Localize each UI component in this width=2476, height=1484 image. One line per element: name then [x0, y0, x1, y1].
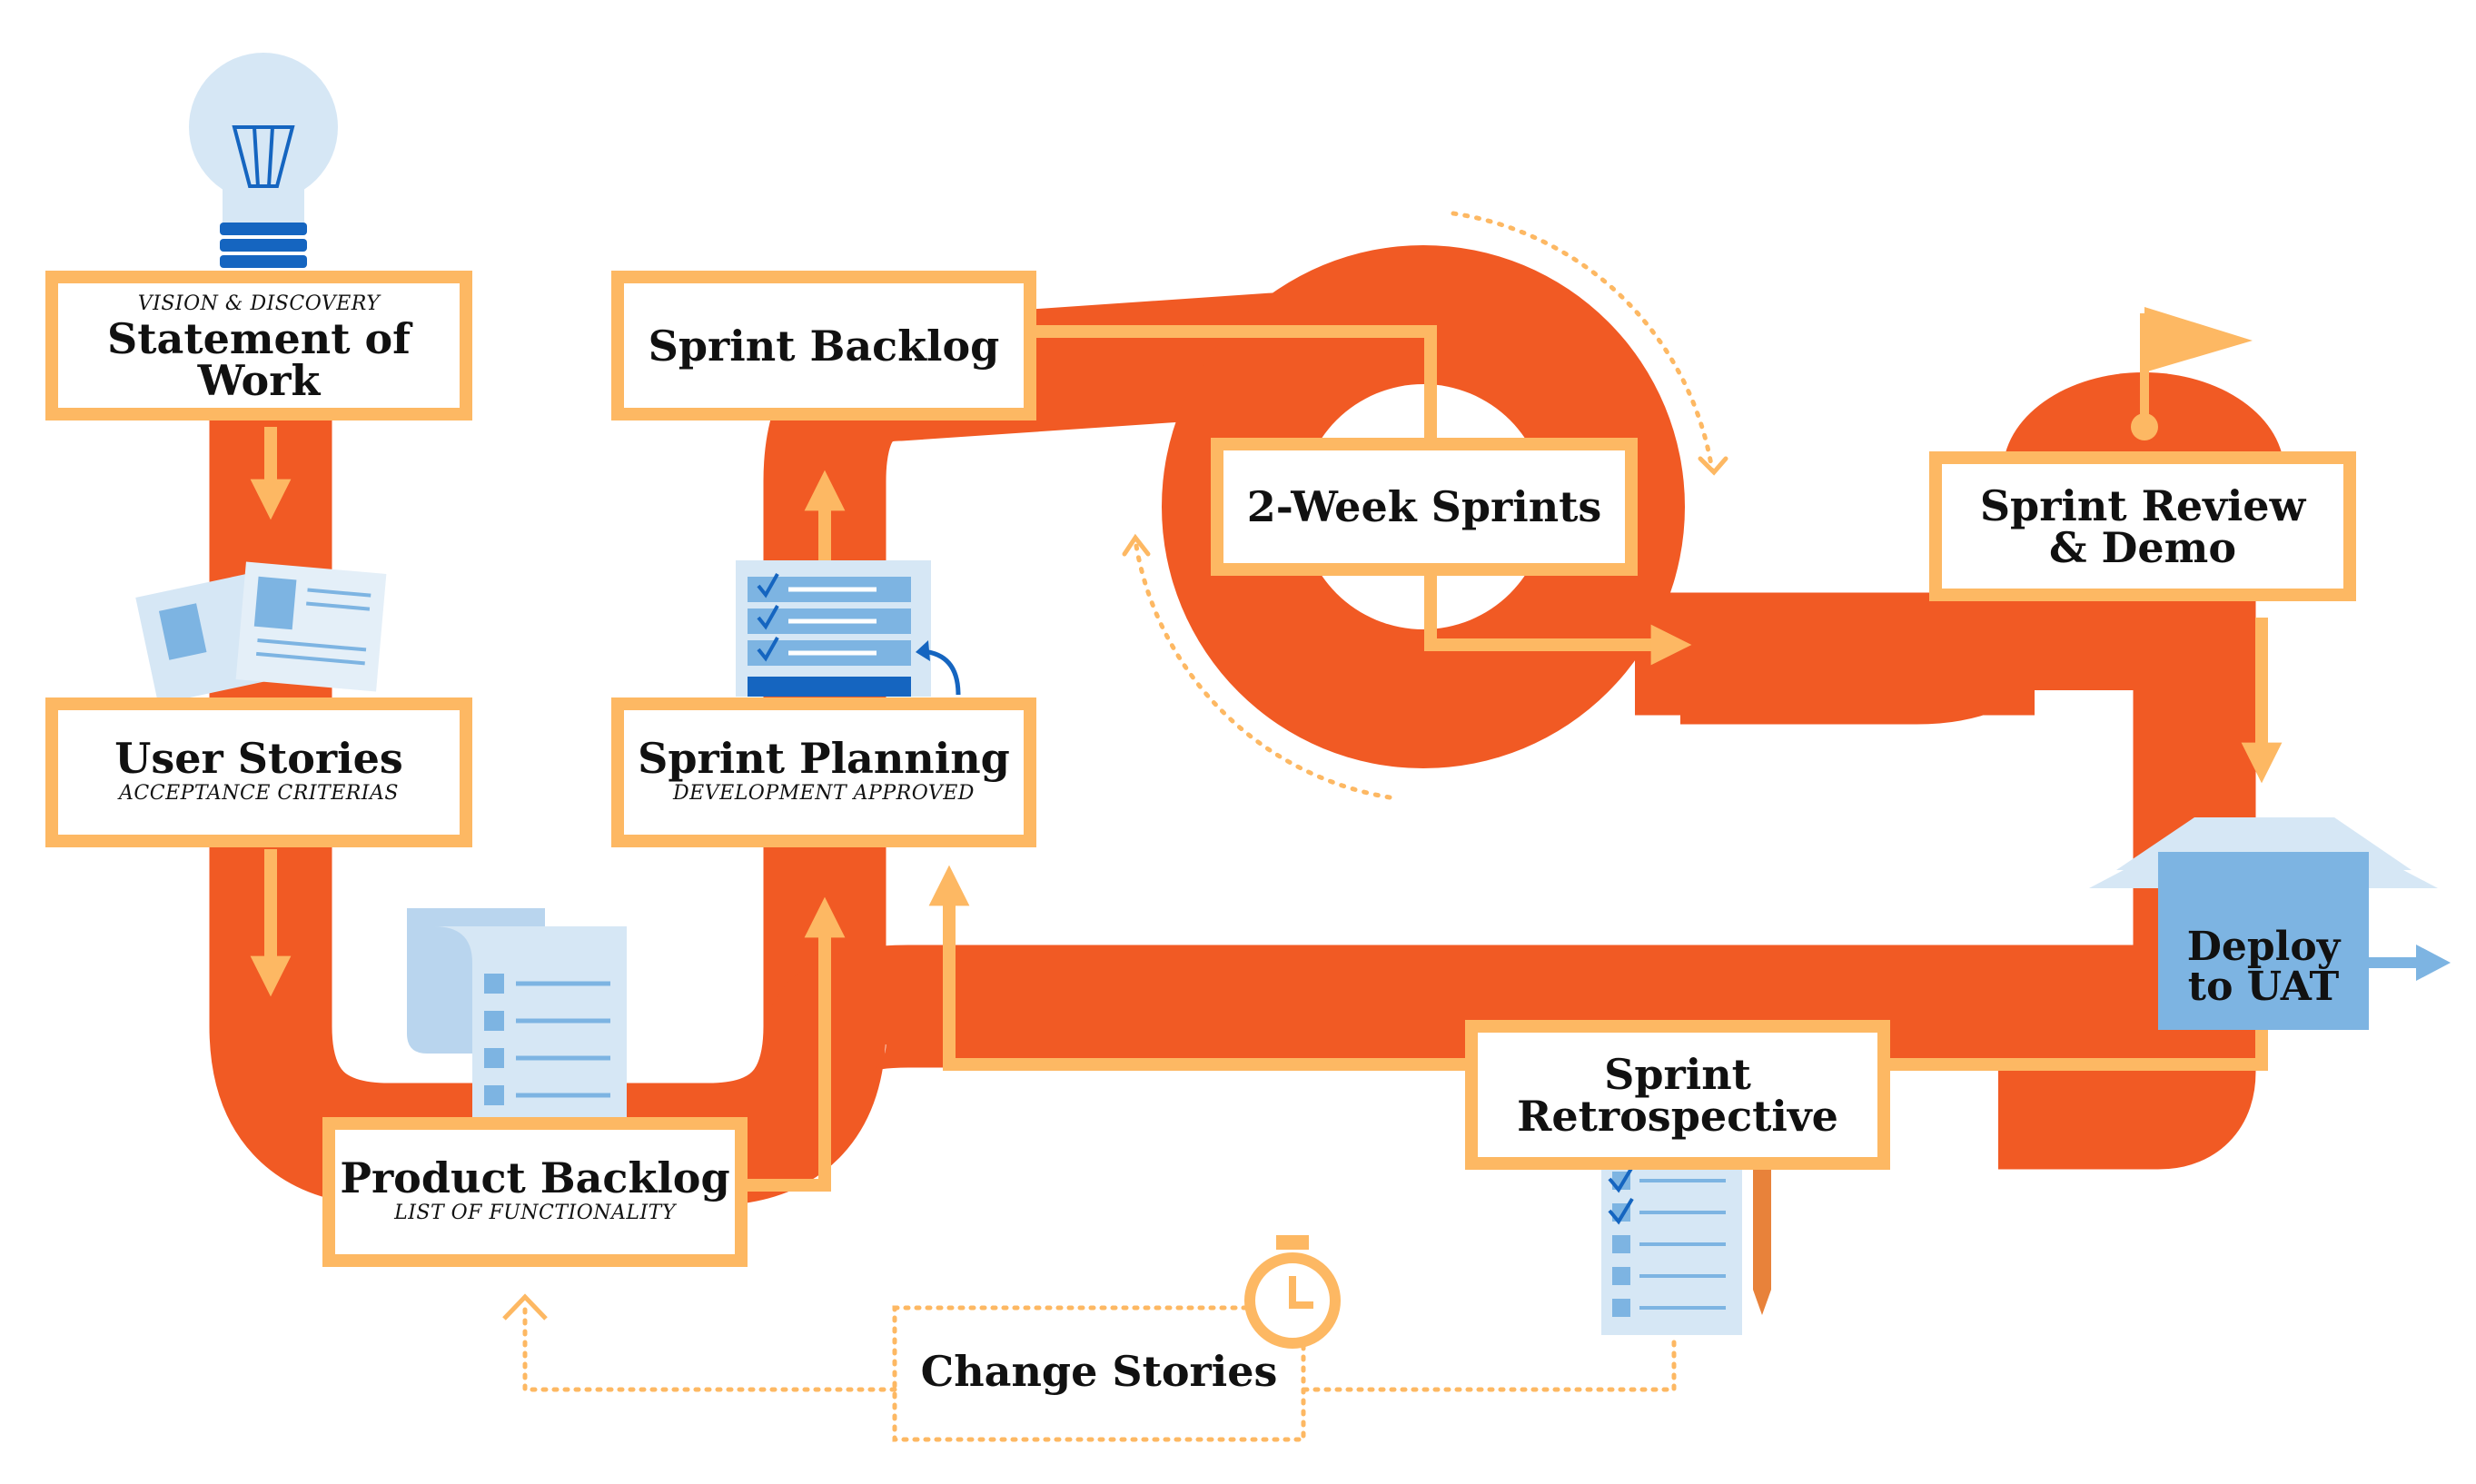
- deploy-title-line2: to UAT: [2187, 964, 2340, 1010]
- sprint-retrospective-box: Sprint Retrospective: [1465, 1020, 1890, 1170]
- arrow-retro-to-planning: [928, 865, 1467, 1071]
- user-stories-title: User Stories: [114, 734, 403, 783]
- change-stories-loop: [522, 1301, 1677, 1442]
- two-week-sprints-title: 2-Week Sprints: [1246, 482, 1602, 531]
- sprint-review-box: Sprint Review & Demo: [1929, 451, 2356, 601]
- stopwatch-icon: [1244, 1235, 1341, 1349]
- pencil-icon: [1753, 1162, 1771, 1315]
- lightbulb-icon: [189, 53, 338, 268]
- sprint-review-title-line2: & Demo: [2048, 522, 2237, 572]
- arrow-backlog-to-planning: [745, 896, 846, 1192]
- flag-icon: [2131, 307, 2253, 440]
- product-backlog-subtitle: LIST OF FUNCTIONALITY: [394, 1202, 676, 1224]
- sprint-retrospective-title-line2: Retrospective: [1517, 1091, 1838, 1141]
- deploy-to-uat-box: Deploy to UAT: [2158, 905, 2369, 1030]
- deploy-box-icon: [2089, 817, 2451, 981]
- arrow-backlog-to-sprints: [1035, 325, 1437, 445]
- retro-checklist-icon: [1601, 1153, 1742, 1335]
- sprint-planning-subtitle: DEVELOPMENT APPROVED: [673, 782, 975, 805]
- sprint-review-title-line1: Sprint Review: [1979, 480, 2306, 530]
- sprint-cycle-arrows: [1133, 211, 1715, 800]
- statement-of-work-title: Statement of Work: [107, 314, 411, 405]
- cycle-arrowhead-right: [1698, 456, 1728, 476]
- deploy-title-line1: Deploy: [2186, 924, 2341, 970]
- two-week-sprints-box: 2-Week Sprints: [1211, 438, 1638, 576]
- document-scroll-icon: [407, 908, 627, 1126]
- review-deploy-pipe: [1998, 509, 2256, 1170]
- statement-of-work-subtitle: VISION & DISCOVERY: [137, 292, 381, 315]
- sprint-backlog-box: Sprint Backlog: [611, 271, 1036, 420]
- checklist-icon: [736, 560, 961, 697]
- cycle-arrowhead-left: [1122, 533, 1151, 557]
- change-arrowhead: [502, 1293, 548, 1321]
- user-stories-box: User Stories ACCEPTANCE CRITERIAS: [45, 697, 472, 847]
- arrow-deploy-to-retro: [1887, 1026, 2268, 1071]
- product-backlog-box: Product Backlog LIST OF FUNCTIONALITY: [322, 1117, 748, 1267]
- statement-of-work-box: VISION & DISCOVERY Statement of Work: [45, 271, 472, 420]
- change-stories-label: Change Stories: [920, 1347, 1278, 1396]
- user-profiles-icon: [135, 561, 387, 705]
- arrow-sprints-out: [1424, 572, 1692, 666]
- sprint-retrospective-title-line1: Sprint: [1604, 1049, 1751, 1099]
- sprint-backlog-title: Sprint Backlog: [648, 321, 1000, 371]
- sprint-planning-box: Sprint Planning DEVELOPMENT APPROVED: [611, 697, 1036, 847]
- sprint-planning-title: Sprint Planning: [638, 734, 1010, 783]
- product-backlog-title: Product Backlog: [340, 1153, 730, 1202]
- user-stories-subtitle: ACCEPTANCE CRITERIAS: [119, 782, 399, 805]
